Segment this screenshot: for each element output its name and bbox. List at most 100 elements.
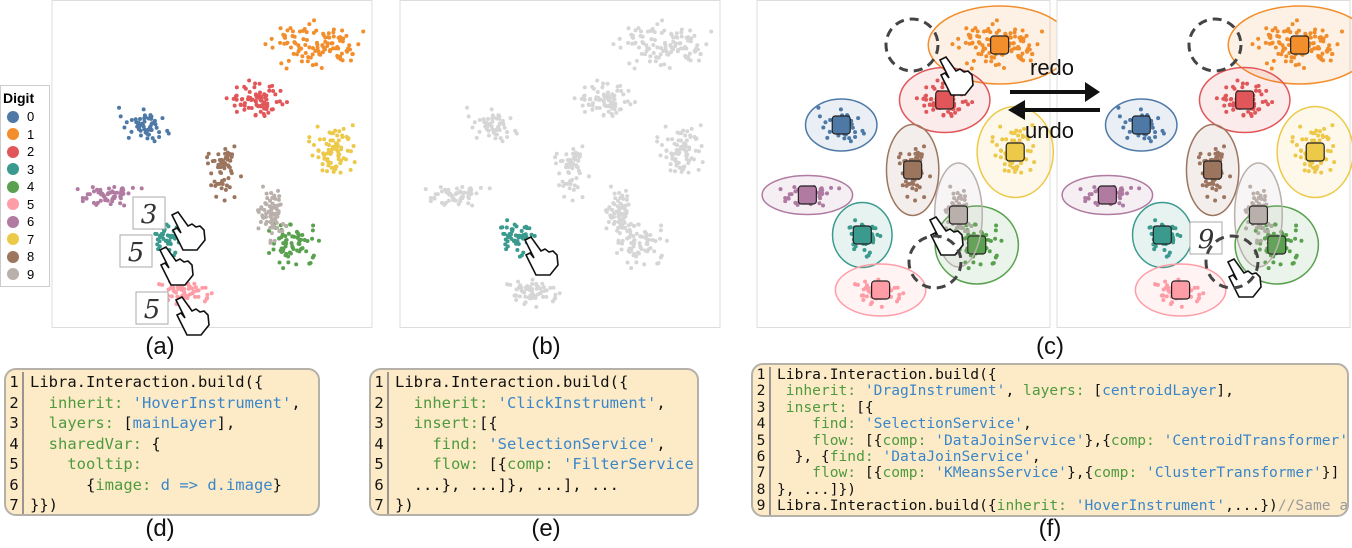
centroid-handle[interactable]	[1305, 142, 1325, 162]
data-point	[157, 130, 162, 135]
data-point	[149, 121, 154, 126]
data-point	[1179, 304, 1184, 309]
data-point	[269, 36, 274, 41]
scatterplot-b[interactable]	[399, 0, 721, 328]
digit-image-tooltip: 5	[135, 291, 169, 325]
data-point	[126, 135, 131, 140]
legend-item[interactable]: 6	[1, 213, 49, 231]
centroid-handle[interactable]	[1171, 280, 1191, 300]
data-point	[75, 187, 80, 192]
data-point	[1265, 229, 1270, 234]
centroid-handle[interactable]	[1290, 35, 1310, 55]
legend-swatch	[7, 215, 19, 228]
code-line: 6 {image: d => d.image}	[6, 474, 318, 495]
centroid-handle[interactable]	[1152, 225, 1172, 245]
data-point	[504, 225, 509, 230]
legend-item[interactable]: 1	[1, 126, 49, 144]
data-point	[996, 62, 1001, 67]
legend-item[interactable]: 4	[1, 178, 49, 196]
redo-arrow-icon[interactable]	[1010, 82, 1100, 102]
legend-item[interactable]: 5	[1, 196, 49, 214]
centroid-handle[interactable]	[1267, 235, 1287, 255]
centroid-handle[interactable]	[871, 280, 891, 300]
data-point	[196, 288, 201, 293]
data-point	[973, 26, 978, 31]
data-point	[343, 157, 348, 162]
data-point	[316, 238, 321, 243]
code-token	[30, 414, 49, 432]
data-point	[224, 183, 229, 188]
centroid-handle[interactable]	[852, 225, 872, 245]
centroid-handle[interactable]	[948, 205, 969, 225]
data-point	[1276, 40, 1281, 45]
data-point	[347, 47, 352, 52]
centroid-handle[interactable]	[1097, 185, 1117, 205]
data-point	[487, 186, 492, 191]
data-point	[325, 156, 330, 161]
data-point	[695, 47, 700, 52]
data-point	[247, 78, 252, 83]
centroid-handle[interactable]	[935, 90, 955, 110]
data-point	[688, 58, 693, 63]
data-point	[1002, 168, 1007, 173]
code-token	[30, 394, 49, 412]
data-point	[1153, 218, 1158, 223]
centroid-handle[interactable]	[1203, 160, 1223, 180]
centroid-handle[interactable]	[990, 35, 1010, 55]
legend-label: 0	[27, 109, 35, 125]
code-token: 'DataJoinService'	[935, 431, 1085, 449]
data-point	[229, 154, 234, 159]
data-point	[671, 39, 676, 44]
centroid-handle[interactable]	[1235, 90, 1255, 110]
data-point	[467, 189, 472, 194]
data-point	[511, 239, 516, 244]
data-point	[277, 229, 282, 234]
data-point	[216, 165, 221, 170]
centroid-handle[interactable]	[1131, 115, 1151, 135]
data-point	[157, 239, 162, 244]
data-point	[477, 129, 482, 134]
legend-item[interactable]: 8	[1, 248, 49, 266]
scatterplot-c-before[interactable]	[756, 0, 1072, 328]
data-point	[278, 88, 283, 93]
data-point	[999, 238, 1004, 243]
data-point	[656, 55, 661, 60]
data-point	[638, 33, 643, 38]
centroid-handle[interactable]	[1248, 205, 1269, 225]
centroid-handle[interactable]	[797, 185, 817, 205]
undo-arrow-icon[interactable]	[1008, 100, 1100, 120]
legend-swatch	[7, 163, 19, 176]
legend-item[interactable]: 7	[1, 231, 49, 249]
data-point	[1127, 129, 1132, 134]
data-point	[631, 223, 636, 228]
centroid-handle[interactable]	[967, 235, 987, 255]
data-point	[352, 160, 357, 165]
data-point	[823, 120, 828, 125]
scatterplot-c-after[interactable]	[1056, 0, 1352, 328]
legend-item[interactable]: 2	[1, 143, 49, 161]
data-point	[655, 22, 660, 27]
data-point	[1240, 81, 1245, 86]
scatterplot-a[interactable]	[51, 0, 373, 328]
data-point	[1092, 185, 1097, 190]
data-point	[575, 151, 580, 156]
legend-item[interactable]: 0	[1, 108, 49, 126]
data-point	[1022, 126, 1027, 131]
centroid-handle[interactable]	[1005, 142, 1025, 162]
data-point	[1030, 51, 1035, 56]
line-number: 1	[371, 372, 389, 393]
legend-item[interactable]: 3	[1, 161, 49, 179]
data-point	[271, 89, 276, 94]
data-point	[1002, 65, 1007, 70]
centroid-handle[interactable]	[831, 115, 851, 135]
data-point	[255, 103, 260, 108]
legend-item[interactable]: 9	[1, 266, 49, 284]
data-point	[325, 44, 330, 49]
code-token: },{	[1084, 431, 1111, 449]
data-point	[1244, 209, 1249, 214]
data-point	[1026, 137, 1031, 142]
data-point	[270, 195, 275, 200]
centroid-handle[interactable]	[903, 160, 923, 180]
data-point	[681, 46, 686, 51]
